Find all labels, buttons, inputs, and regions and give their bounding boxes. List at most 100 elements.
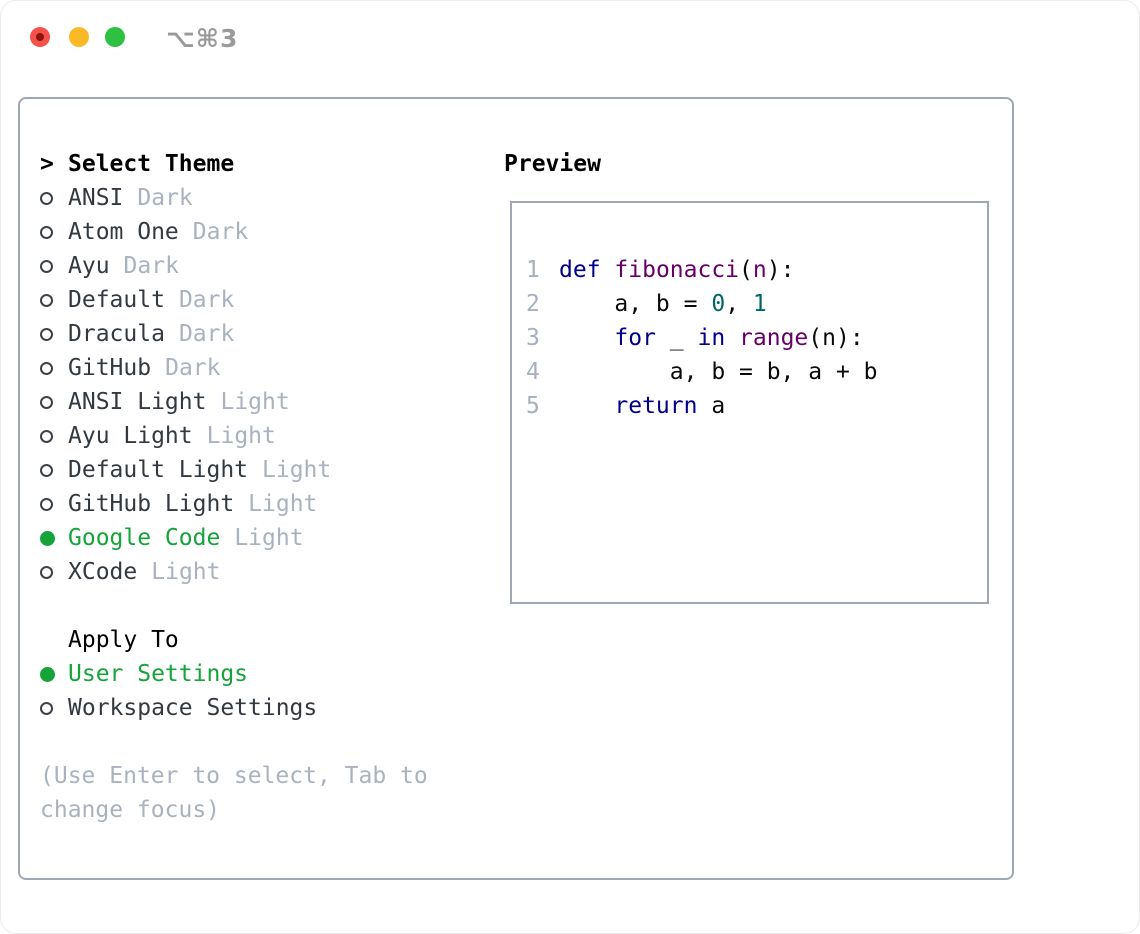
filled-circle-icon [40,530,55,546]
option-label: Workspace Settings [68,695,318,721]
apply-option-workspace-settings[interactable]: Workspace Settings [40,691,475,725]
code-token-plain [559,321,614,355]
window-title: ⌥⌘3 [166,24,239,53]
code-token-plain: ( [739,257,753,283]
radio-selected-icon [40,530,68,546]
line-number: 3 [526,325,540,351]
close-icon [36,33,44,41]
radio-unselected-icon [40,191,68,205]
apply-option-user-settings[interactable]: User Settings [40,657,475,691]
close-button[interactable] [30,27,50,47]
radio-unselected-icon [40,259,68,273]
circle-icon [40,293,53,307]
option-variant-label: Dark [137,185,193,211]
option-label: GitHub [68,355,152,381]
radio-unselected-icon [40,225,68,239]
code-token-keyword: in [697,325,726,351]
line-number: 2 [526,291,540,317]
option-label: ANSI Light [68,389,207,415]
option-label: Default Light [68,457,249,483]
theme-option-ansi[interactable]: ANSI Dark [40,181,475,215]
preview-title: Preview [504,151,601,177]
option-variant-label: Dark [192,219,249,245]
spacer [40,589,475,623]
option-variant-label: Light [262,457,332,483]
prompt-icon: > [40,151,54,177]
code-token-function: n [752,257,767,283]
line-number: 4 [526,359,540,385]
radio-unselected-icon [40,293,68,307]
circle-icon [40,701,53,715]
spacer [40,725,475,759]
select-theme-title: Select Theme [68,151,235,177]
code-token-plain [601,253,615,287]
circle-icon [40,429,53,443]
option-label: Google Code [68,525,221,551]
radio-selected-icon [40,666,68,682]
code-token-function: fibonacci [614,257,740,283]
code-line: 5 return a [526,389,878,423]
code-line: 3 for _ in range(n): [526,321,878,355]
theme-option-github[interactable]: GitHub Dark [40,351,475,385]
filled-circle-icon [40,666,55,682]
option-label: Default [68,287,165,313]
title-bar: ⌥⌘3 [0,0,1140,74]
code-token-plain: (n): [808,325,864,351]
option-label: XCode [68,559,138,585]
option-label: ANSI [68,185,124,211]
code-token-plain: a, b = b, a + b [559,359,878,385]
line-number: 5 [526,393,540,419]
radio-unselected-icon [40,463,68,477]
option-label: Atom One [68,219,179,245]
theme-option-default-light[interactable]: Default Light Light [40,453,475,487]
option-variant-label: Light [206,423,276,449]
circle-icon [40,395,53,409]
code-token-function: range [739,325,809,351]
option-label: User Settings [68,661,249,687]
theme-option-ayu-light[interactable]: Ayu Light Light [40,419,475,453]
option-variant-label: Dark [178,287,235,313]
code-line: 4 a, b = b, a + b [526,355,878,389]
code-token-literal: 1 [752,291,767,317]
circle-icon [40,259,53,273]
code-token-plain [559,389,614,423]
code-token-plain: , [725,291,753,317]
code-token-keyword: def [559,257,601,283]
code-token-keyword: for [614,325,656,351]
code-token-plain [725,321,739,355]
theme-option-atom-one[interactable]: Atom One Dark [40,215,475,249]
radio-unselected-icon [40,497,68,511]
minimize-button[interactable] [69,27,89,47]
option-variant-label: Dark [178,321,235,347]
select-theme-header: > Select Theme [40,147,475,181]
radio-unselected-icon [40,327,68,341]
circle-icon [40,361,53,375]
option-variant-label: Dark [165,355,221,381]
option-variant-label: Light [248,491,318,517]
radio-unselected-icon [40,429,68,443]
code-line: 2 a, b = 0, 1 [526,287,878,321]
zoom-button[interactable] [105,27,125,47]
help-text: (Use Enter to select, Tab to change focu… [40,763,428,823]
spacer [526,423,878,457]
code-token-plain: ): [766,257,795,283]
option-label: Ayu Light [68,423,193,449]
circle-icon [40,463,53,477]
circle-icon [40,327,53,341]
option-variant-label: Dark [123,253,179,279]
theme-option-default[interactable]: Default Dark [40,283,475,317]
apply-to-title: Apply To [68,627,179,653]
